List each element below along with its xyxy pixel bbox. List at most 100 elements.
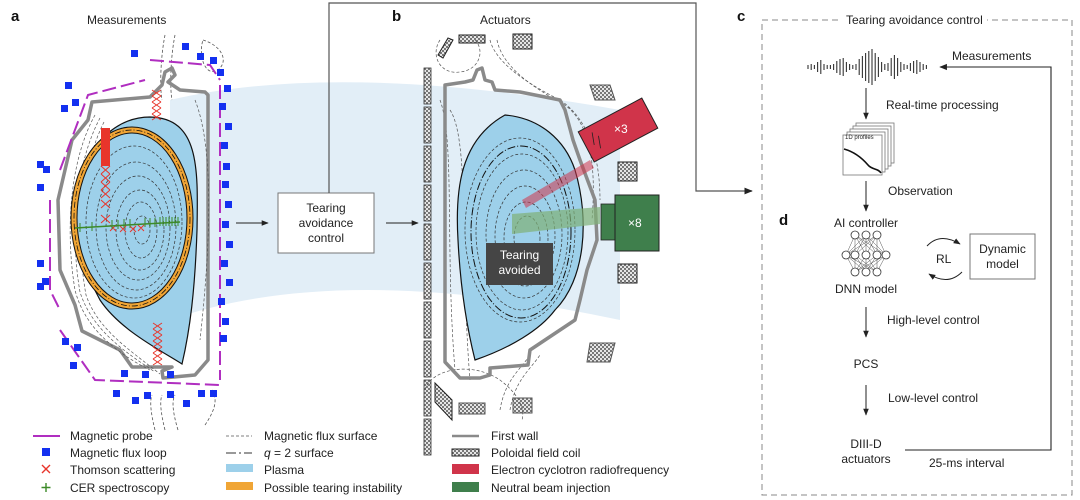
nbi-count: ×8 <box>628 216 642 230</box>
label-low-level-control: Low-level control <box>888 391 979 405</box>
flux-loop-marker <box>198 390 205 397</box>
panel-label-c: c <box>737 8 746 25</box>
ecrf-count: ×3 <box>614 122 628 136</box>
flux-loop-marker <box>37 161 44 168</box>
flux-loop-marker <box>224 85 231 92</box>
legend-magnetic-probe: Magnetic probe <box>70 429 153 443</box>
flux-loop-marker <box>225 201 232 208</box>
middle-box <box>277 192 375 254</box>
tokamak-actuators <box>423 33 660 456</box>
flux-loop-marker <box>144 392 151 399</box>
legend-q2-surface: q = 2 surface <box>264 446 334 460</box>
legend-poloidal-field-coil: Poloidal field coil <box>491 446 581 460</box>
label-realtime-processing: Real-time processing <box>886 98 999 112</box>
dnn-node <box>861 230 871 240</box>
panel-title-control: Tearing avoidance control <box>842 13 987 27</box>
dnn-node <box>861 250 871 260</box>
legend-magnetic-flux-loop: Magnetic flux loop <box>70 446 167 460</box>
flux-loop-marker <box>62 338 69 345</box>
dnn-node <box>872 230 882 240</box>
connector-to-c <box>328 2 753 195</box>
label-1d-profiles: 1D profiles <box>845 135 874 141</box>
first-wall-b <box>443 66 599 380</box>
dnn-edge <box>845 254 878 273</box>
dnn-node <box>872 267 882 277</box>
pf-coil <box>423 418 432 456</box>
dnn-edge <box>865 234 887 256</box>
flux-loop-marker <box>220 335 227 342</box>
flux-loop-marker <box>70 362 77 369</box>
flux-loop-marker <box>113 390 120 397</box>
pf-coil <box>423 67 432 105</box>
dnn-node <box>841 250 851 260</box>
pf-coil <box>423 106 432 144</box>
dnn-edge <box>854 234 878 256</box>
label-high-level-control: High-level control <box>887 313 980 327</box>
flux-loop-marker <box>183 400 190 407</box>
legend-plasma: Plasma <box>264 463 305 477</box>
dnn-edge <box>854 234 887 256</box>
dnn-node <box>872 250 882 260</box>
flux-loop-marker <box>182 43 189 50</box>
flux-loop-marker <box>219 103 226 110</box>
flux-loop-marker <box>167 371 174 378</box>
flux-loop-marker <box>121 370 128 377</box>
label-dnn-model: DNN model <box>834 282 897 296</box>
label-rl: RL <box>936 252 952 266</box>
dnn-node <box>861 267 871 277</box>
neural-network-icon <box>841 230 891 277</box>
middle-box-label: Tearing avoidance control <box>298 201 354 245</box>
flux-loop-marker <box>61 105 68 112</box>
panel-label-b: b <box>392 8 402 25</box>
dynamic-model-box <box>969 233 1036 280</box>
flux-loop-marker <box>222 318 229 325</box>
ecrf-box <box>577 97 659 163</box>
legend-tearing-instability: Possible tearing instability <box>264 481 403 495</box>
pf-coil <box>423 223 432 261</box>
label-interval: 25-ms interval <box>929 456 1005 470</box>
flux-loop-marker <box>132 397 139 404</box>
flux-loop-marker <box>131 50 138 57</box>
dnn-edge <box>845 234 867 256</box>
label-dynamic-model: Dynamic model <box>979 242 1026 271</box>
profiles-icon <box>842 122 895 176</box>
flux-loop-marker <box>37 260 44 267</box>
legend-ecrf: Electron cyclotron radiofrequency <box>491 463 670 477</box>
legend-swatches <box>33 434 480 492</box>
pf-coil <box>423 379 432 417</box>
rl-arrow-bottom <box>928 271 963 280</box>
flux-loop-marker <box>142 371 149 378</box>
waveform-icon <box>807 49 927 85</box>
flux-loop-marker <box>210 57 217 64</box>
dnn-node <box>881 250 891 260</box>
legend-magnetic-flux-surface: Magnetic flux surface <box>264 429 378 443</box>
flux-loop-marker <box>37 283 44 290</box>
flux-loop-marker <box>197 53 204 60</box>
label-observation: Observation <box>888 184 953 198</box>
flux-loop-marker <box>225 123 232 130</box>
first-wall-a <box>56 66 210 380</box>
pf-coil <box>423 301 432 339</box>
flux-loop-marker <box>42 278 49 285</box>
dnn-node <box>850 250 860 260</box>
plasma-b <box>456 114 584 361</box>
flux-loop-marker <box>221 142 228 149</box>
flux-loops <box>37 43 233 407</box>
nbi-box <box>614 194 660 252</box>
panel-label-d: d <box>779 212 789 229</box>
dnn-node <box>850 267 860 277</box>
flux-loop-marker <box>226 279 233 286</box>
flux-loop-marker <box>222 221 229 228</box>
feedback-line <box>905 63 1052 451</box>
flux-loop-marker <box>65 82 72 89</box>
flux-loop-marker <box>217 69 224 76</box>
legend-thomson-scattering: Thomson scattering <box>70 463 176 477</box>
pf-coil <box>423 340 432 378</box>
tokamak-measurements <box>37 34 233 431</box>
rl-arrow-top <box>926 238 961 247</box>
pf-coil <box>423 145 432 183</box>
flux-loop-marker <box>167 391 174 398</box>
panel-label-a: a <box>11 8 20 25</box>
flux-loop-marker <box>218 298 225 305</box>
